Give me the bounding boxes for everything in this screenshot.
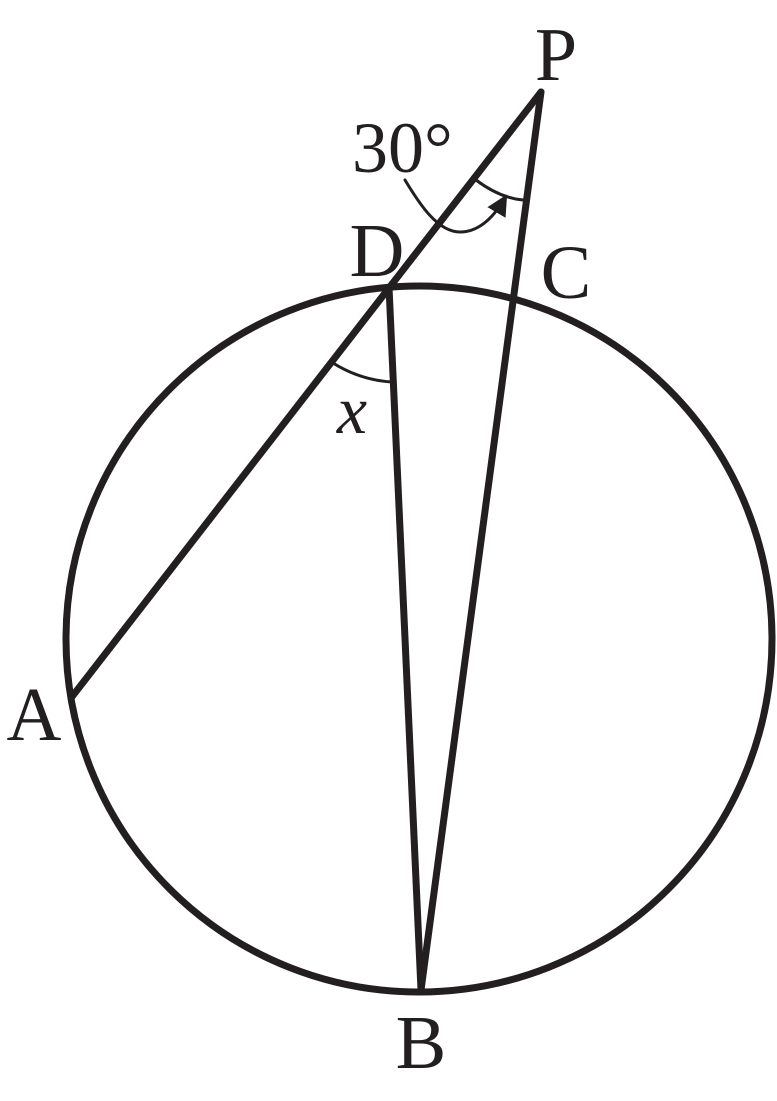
angle-pointer-arrow [403,178,508,234]
label-b: B [396,1001,447,1085]
line-pb [417,88,545,994]
line-pa [67,88,545,702]
label-p: P [535,13,577,97]
angle-arc-x [331,361,394,384]
label-d: D [350,209,405,293]
angle-label-x: x [336,372,367,448]
label-a: A [7,673,62,757]
chord-db [385,283,425,994]
angle-arc-p [474,178,525,202]
label-c: C [541,231,592,315]
angle-label-30: 30° [352,108,453,188]
